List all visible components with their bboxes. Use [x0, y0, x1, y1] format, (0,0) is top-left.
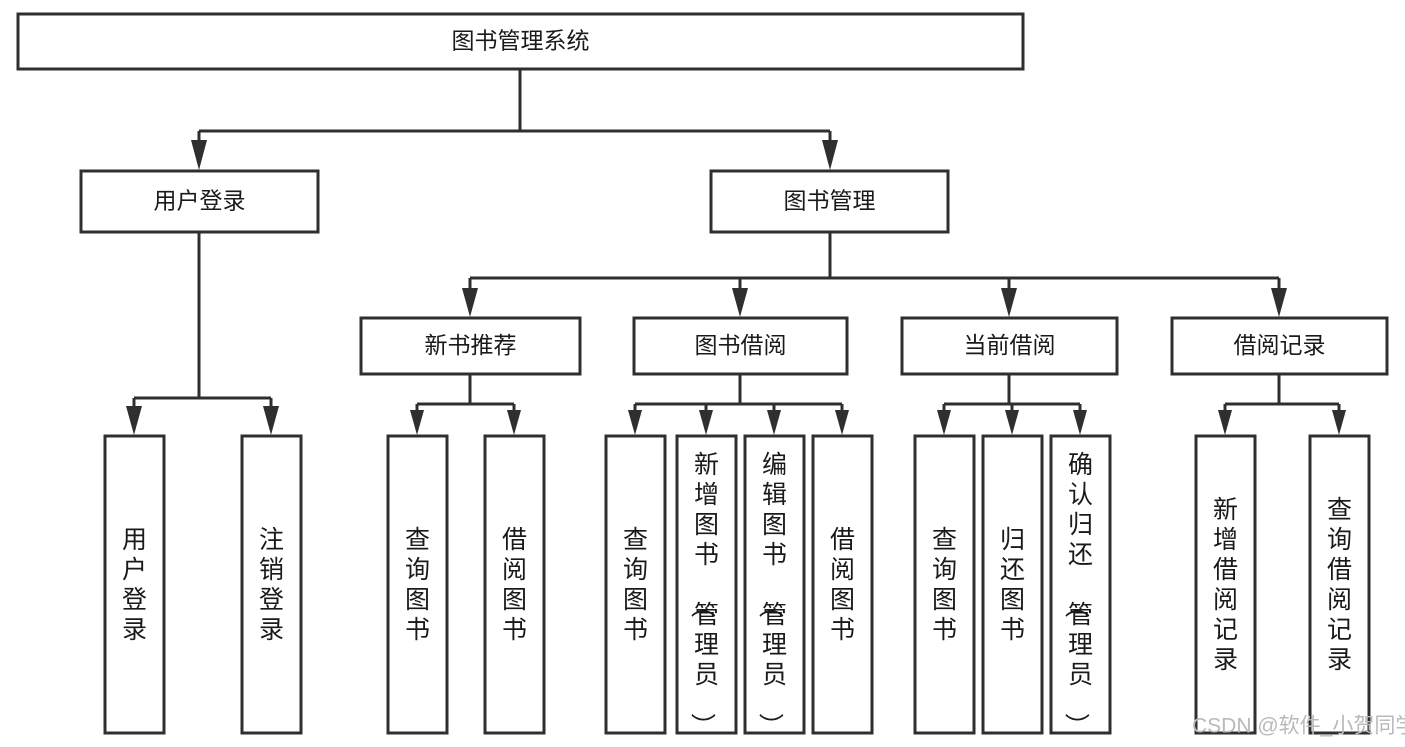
- node-leaf-logout-frame: [240, 434, 303, 735]
- connector-layer: [126, 69, 1346, 435]
- node-leaf-add-borrow-record-label: 新增借阅记录: [1213, 496, 1238, 674]
- arrow-head-leaf-edit-book: [767, 410, 781, 435]
- node-leaf-logout-label: 注销登录: [259, 526, 284, 644]
- node-leaf-query-book-current[interactable]: 查询图书: [913, 434, 976, 735]
- node-leaf-return-book-label: 归还图书: [1000, 526, 1025, 644]
- root-node-root-label: 图书管理系统: [452, 28, 590, 54]
- arrow-head-leaf-query-book-borrow: [628, 410, 642, 435]
- node-borrow-records-frame: [1170, 316, 1389, 376]
- arrow-head-leaf-return-book: [1005, 410, 1019, 435]
- node-leaf-query-book-borrow-frame: [604, 434, 667, 735]
- node-leaf-query-book-recommend[interactable]: 查询图书: [386, 434, 449, 735]
- arrow-head-leaf-confirm-return: [1073, 410, 1087, 435]
- node-leaf-query-book-borrow-label: 查询图书: [623, 526, 648, 644]
- node-leaf-borrow-book[interactable]: 借阅图书: [811, 434, 874, 735]
- node-leaf-return-book-frame: [981, 434, 1044, 735]
- node-leaf-edit-book-label: 编辑图书（管理员）: [756, 451, 787, 738]
- arrow-head-leaf-logout: [263, 406, 279, 435]
- node-leaf-query-borrow-record-label: 查询借阅记录: [1327, 496, 1352, 674]
- node-leaf-borrow-book-recommend[interactable]: 借阅图书: [483, 434, 546, 735]
- root-node-root[interactable]: 图书管理系统: [16, 12, 1025, 71]
- arrow-head-current-borrow: [1001, 288, 1017, 317]
- arrow-head-book-borrow: [732, 288, 748, 317]
- node-leaf-query-book-recommend-label: 查询图书: [405, 526, 430, 644]
- arrow-head-leaf-borrow-book: [835, 410, 849, 435]
- node-layer: 图书管理系统用户登录图书管理新书推荐图书借阅当前借阅借阅记录用户登录注销登录查询…: [16, 12, 1389, 738]
- arrow-head-leaf-user-login: [126, 406, 142, 435]
- node-current-borrow-frame: [900, 316, 1119, 376]
- node-leaf-user-login-label: 用户登录: [122, 526, 147, 644]
- arrow-head-borrow-records: [1271, 288, 1287, 317]
- node-leaf-add-book-label: 新增图书（管理员）: [688, 451, 719, 738]
- node-leaf-query-book-recommend-frame: [386, 434, 449, 735]
- node-leaf-query-book-borrow[interactable]: 查询图书: [604, 434, 667, 735]
- node-leaf-confirm-return-label: 确认归还（管理员）: [1062, 451, 1093, 738]
- node-new-book-recommend-label: 新书推荐: [425, 332, 517, 358]
- arrow-head-book-management: [822, 140, 838, 170]
- node-leaf-add-borrow-record-frame: [1194, 434, 1257, 735]
- node-book-management[interactable]: 图书管理: [709, 169, 950, 234]
- arrow-head-leaf-borrow-book-recommend: [507, 410, 521, 435]
- node-leaf-return-book[interactable]: 归还图书: [981, 434, 1044, 735]
- node-leaf-borrow-book-frame: [811, 434, 874, 735]
- arrow-head-leaf-add-borrow-record: [1218, 410, 1232, 435]
- arrow-head-new-book-recommend: [462, 288, 478, 317]
- node-book-borrow-frame: [632, 316, 849, 376]
- node-leaf-borrow-book-recommend-label: 借阅图书: [502, 526, 527, 644]
- arrow-head-leaf-query-book-current: [937, 410, 951, 435]
- node-leaf-edit-book-frame: [743, 434, 806, 735]
- node-user-login[interactable]: 用户登录: [79, 169, 320, 234]
- node-leaf-query-borrow-record[interactable]: 查询借阅记录: [1308, 434, 1371, 735]
- root-node-root-frame: [16, 12, 1025, 71]
- node-leaf-query-book-current-frame: [913, 434, 976, 735]
- node-leaf-logout[interactable]: 注销登录: [240, 434, 303, 735]
- node-leaf-query-book-current-label: 查询图书: [932, 526, 957, 644]
- node-leaf-add-borrow-record[interactable]: 新增借阅记录: [1194, 434, 1257, 735]
- arrow-head-leaf-query-borrow-record: [1332, 410, 1346, 435]
- node-leaf-borrow-book-label: 借阅图书: [830, 526, 855, 644]
- node-borrow-records[interactable]: 借阅记录: [1170, 316, 1389, 376]
- node-book-management-label: 图书管理: [784, 188, 876, 214]
- node-user-login-label: 用户登录: [154, 188, 246, 214]
- node-leaf-confirm-return-frame: [1049, 434, 1112, 735]
- arrow-head-user-login: [191, 140, 207, 170]
- arrow-head-leaf-add-book: [699, 410, 713, 435]
- node-user-login-frame: [79, 169, 320, 234]
- csdn-watermark: CSDN @软件_小贺同学: [1192, 715, 1405, 738]
- node-leaf-query-borrow-record-frame: [1308, 434, 1371, 735]
- node-book-borrow[interactable]: 图书借阅: [632, 316, 849, 376]
- node-new-book-recommend[interactable]: 新书推荐: [359, 316, 582, 376]
- node-book-management-frame: [709, 169, 950, 234]
- node-current-borrow-label: 当前借阅: [964, 332, 1056, 358]
- arrow-head-leaf-query-book-recommend: [410, 410, 424, 435]
- node-leaf-confirm-return[interactable]: 确认归还（管理员）: [1049, 434, 1112, 738]
- node-leaf-edit-book[interactable]: 编辑图书（管理员）: [743, 434, 806, 738]
- node-current-borrow[interactable]: 当前借阅: [900, 316, 1119, 376]
- node-leaf-user-login-frame: [103, 434, 166, 735]
- node-leaf-add-book[interactable]: 新增图书（管理员）: [675, 434, 738, 738]
- node-new-book-recommend-frame: [359, 316, 582, 376]
- node-leaf-user-login[interactable]: 用户登录: [103, 434, 166, 735]
- node-borrow-records-label: 借阅记录: [1234, 332, 1326, 358]
- node-leaf-add-book-frame: [675, 434, 738, 735]
- node-leaf-borrow-book-recommend-frame: [483, 434, 546, 735]
- node-book-borrow-label: 图书借阅: [695, 332, 787, 358]
